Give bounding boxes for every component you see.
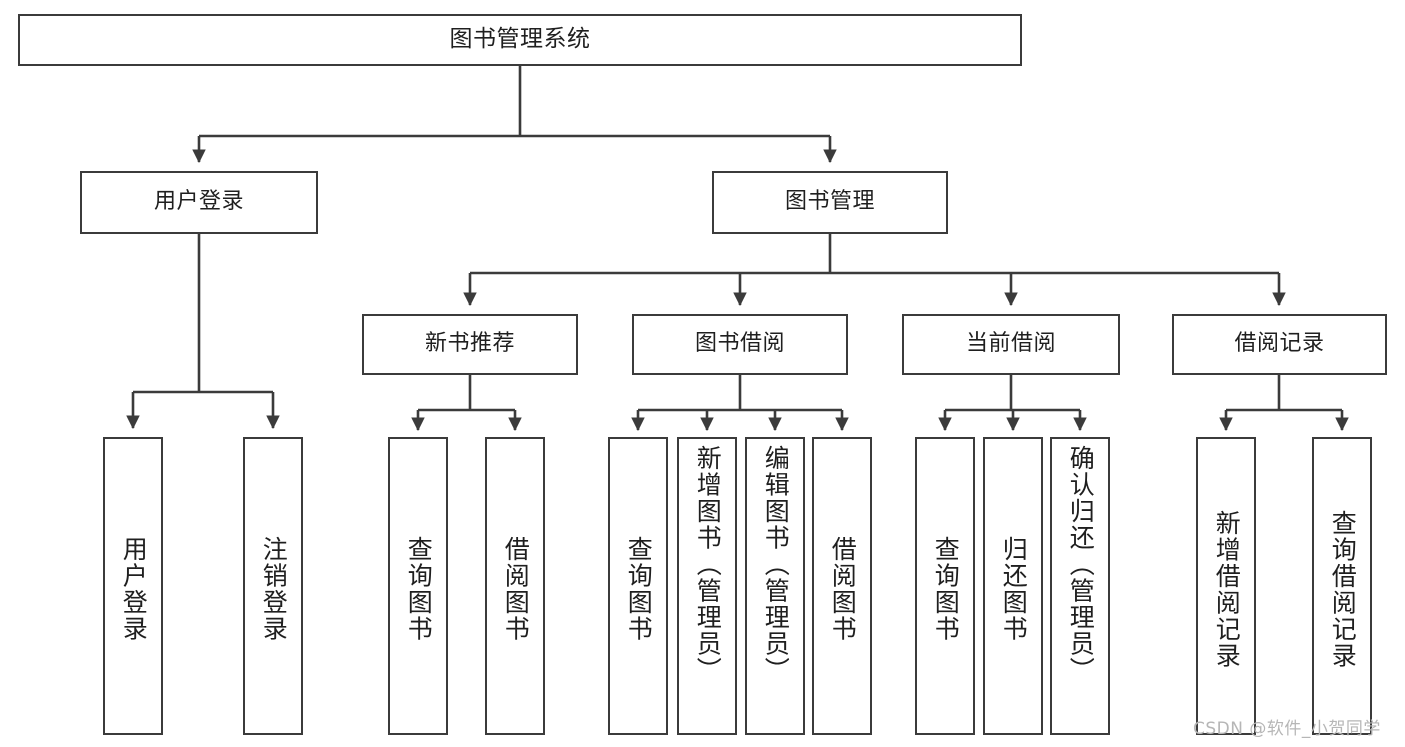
node-root-label: 图书管理系统	[449, 26, 591, 53]
node-user-login-label: 用户登录	[153, 189, 244, 215]
node-leaf-borrow-book-1-label: 借阅图书	[501, 536, 531, 642]
node-leaf-query-book-3-label: 查询图书	[931, 536, 961, 642]
node-leaf-borrow-book-2-label: 借阅图书	[828, 536, 858, 642]
edge-group-new-book-recommend	[411, 375, 522, 432]
node-borrow-record[interactable]: 借阅记录	[1172, 314, 1387, 375]
node-leaf-query-book-2-label: 查询图书	[624, 536, 654, 642]
node-current-borrow[interactable]: 当前借阅	[902, 314, 1120, 375]
node-leaf-add-book-admin-label: 新增图书（管理员）	[693, 445, 723, 684]
node-leaf-add-borrow-record-label: 新增借阅记录	[1212, 509, 1242, 669]
node-leaf-query-borrow-record-label: 查询借阅记录	[1328, 509, 1358, 669]
node-current-borrow-label: 当前借阅	[965, 331, 1056, 357]
node-leaf-user-login-label: 用户登录	[119, 536, 149, 642]
edge-group-borrow-record	[1219, 375, 1349, 432]
node-leaf-return-book-label: 归还图书	[999, 536, 1029, 642]
node-book-management-label: 图书管理	[784, 189, 875, 215]
node-book-management[interactable]: 图书管理	[712, 171, 948, 234]
edge-group-book-management	[463, 234, 1286, 307]
edge-group-user-login	[126, 234, 280, 430]
edge-group-root	[192, 66, 837, 164]
node-leaf-borrow-book-1[interactable]: 借阅图书	[485, 437, 545, 735]
node-leaf-logout[interactable]: 注销登录	[243, 437, 303, 735]
edge-group-current-borrow	[938, 375, 1087, 432]
watermark: CSDN @软件_小贺同学	[1193, 719, 1381, 739]
node-user-login[interactable]: 用户登录	[80, 171, 318, 234]
node-leaf-query-book-2[interactable]: 查询图书	[608, 437, 668, 735]
node-leaf-confirm-return[interactable]: 确认归还（管理员）	[1050, 437, 1110, 735]
edge-group-book-borrow	[631, 375, 849, 432]
node-leaf-edit-book-admin[interactable]: 编辑图书（管理员）	[745, 437, 805, 735]
node-new-book-recommend[interactable]: 新书推荐	[362, 314, 578, 375]
node-leaf-add-book-admin[interactable]: 新增图书（管理员）	[677, 437, 737, 735]
node-leaf-borrow-book-2[interactable]: 借阅图书	[812, 437, 872, 735]
node-book-borrow[interactable]: 图书借阅	[632, 314, 848, 375]
node-leaf-confirm-return-label: 确认归还（管理员）	[1066, 445, 1096, 684]
node-leaf-query-book-1[interactable]: 查询图书	[388, 437, 448, 735]
node-book-borrow-label: 图书借阅	[694, 331, 785, 357]
node-leaf-return-book[interactable]: 归还图书	[983, 437, 1043, 735]
node-leaf-query-book-3[interactable]: 查询图书	[915, 437, 975, 735]
node-leaf-user-login[interactable]: 用户登录	[103, 437, 163, 735]
node-new-book-recommend-label: 新书推荐	[424, 331, 515, 357]
node-borrow-record-label: 借阅记录	[1234, 331, 1325, 357]
node-leaf-query-book-1-label: 查询图书	[404, 536, 434, 642]
node-leaf-add-borrow-record[interactable]: 新增借阅记录	[1196, 437, 1256, 735]
node-leaf-logout-label: 注销登录	[259, 536, 289, 642]
node-root[interactable]: 图书管理系统	[18, 14, 1022, 66]
node-leaf-query-borrow-record[interactable]: 查询借阅记录	[1312, 437, 1372, 735]
node-leaf-edit-book-admin-label: 编辑图书（管理员）	[761, 445, 791, 684]
